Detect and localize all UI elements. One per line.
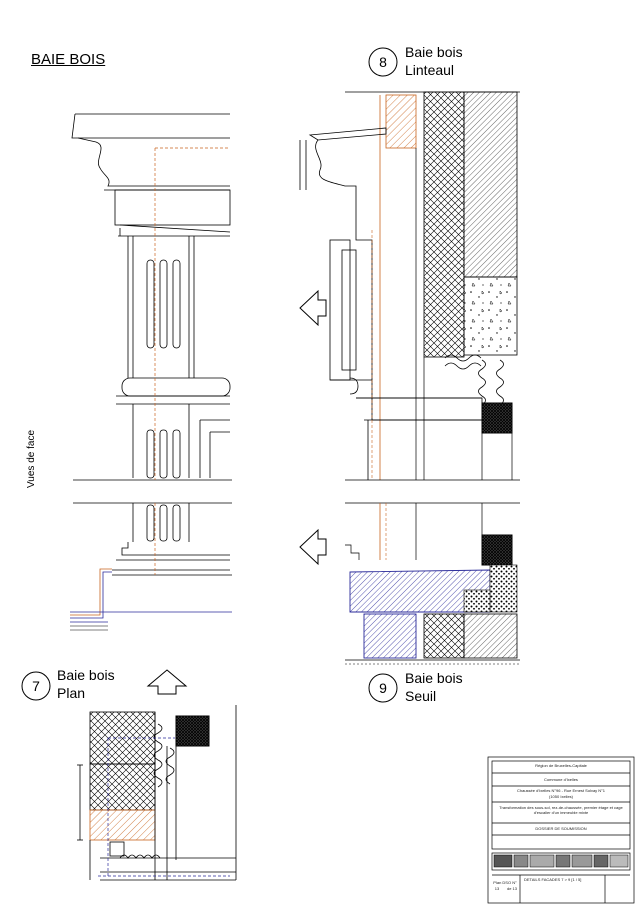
section-sill	[345, 503, 520, 665]
arrow-left-icon	[299, 289, 327, 327]
title-block-address: Chaussée d'Ixelles N°96 - Rue Ernest Sol…	[516, 788, 605, 793]
direction-arrows	[146, 289, 327, 695]
detail-8-line1: Baie bois	[405, 44, 463, 60]
title-block-dossier: DOSSIER DE SOUMISSION	[535, 826, 587, 831]
detail-9-line1: Baie bois	[405, 670, 463, 686]
title-block-thumbs	[493, 854, 629, 868]
detail-9-circle	[368, 673, 398, 703]
front-view-sill	[70, 568, 232, 631]
arrow-up-icon	[146, 669, 188, 695]
title-block-plan-number: 13	[494, 886, 500, 891]
detail-8-line2: Linteaul	[405, 62, 455, 78]
detail-7-line2: Plan	[57, 685, 86, 701]
detail-8-circle	[368, 47, 398, 77]
detail-9-number: 9	[379, 680, 387, 696]
detail-7-title: Baie bois Plan	[57, 666, 115, 702]
title-block-frame	[487, 756, 635, 904]
sheet-title: BAIE BOIS	[31, 51, 106, 68]
section-wall	[299, 91, 520, 504]
arrow-left-icon	[299, 528, 327, 566]
detail-9-line2: Seuil	[405, 688, 437, 704]
title-block-commune: Commune d'Ixelles	[544, 777, 578, 782]
section-plan	[77, 705, 237, 881]
detail-9-title: Baie bois Seuil	[405, 669, 463, 705]
title-block-plan-of: de 13	[506, 886, 517, 891]
detail-8-title: Baie bois Linteaul	[405, 43, 463, 79]
detail-7-circle	[21, 671, 51, 701]
front-view	[71, 113, 232, 576]
title-block-sheet-name: DETAILS FACADES 7 > 9 [1 / 5]	[524, 877, 582, 882]
detail-7-number: 7	[32, 678, 40, 694]
front-view-frame-outline	[154, 147, 230, 575]
title-block-region: Région de Bruxelles-Capitale	[535, 763, 587, 768]
detail-7-line1: Baie bois	[57, 667, 115, 683]
title-block-postcode: (1050 Ixelles)	[548, 794, 573, 799]
title-block-project: Transformation des sous-sol, rez-de-chau…	[499, 805, 623, 815]
detail-8-number: 8	[379, 54, 387, 70]
title-block-plan-label: Plan DSO N°	[493, 880, 517, 885]
side-label: Vues de face	[26, 429, 37, 488]
